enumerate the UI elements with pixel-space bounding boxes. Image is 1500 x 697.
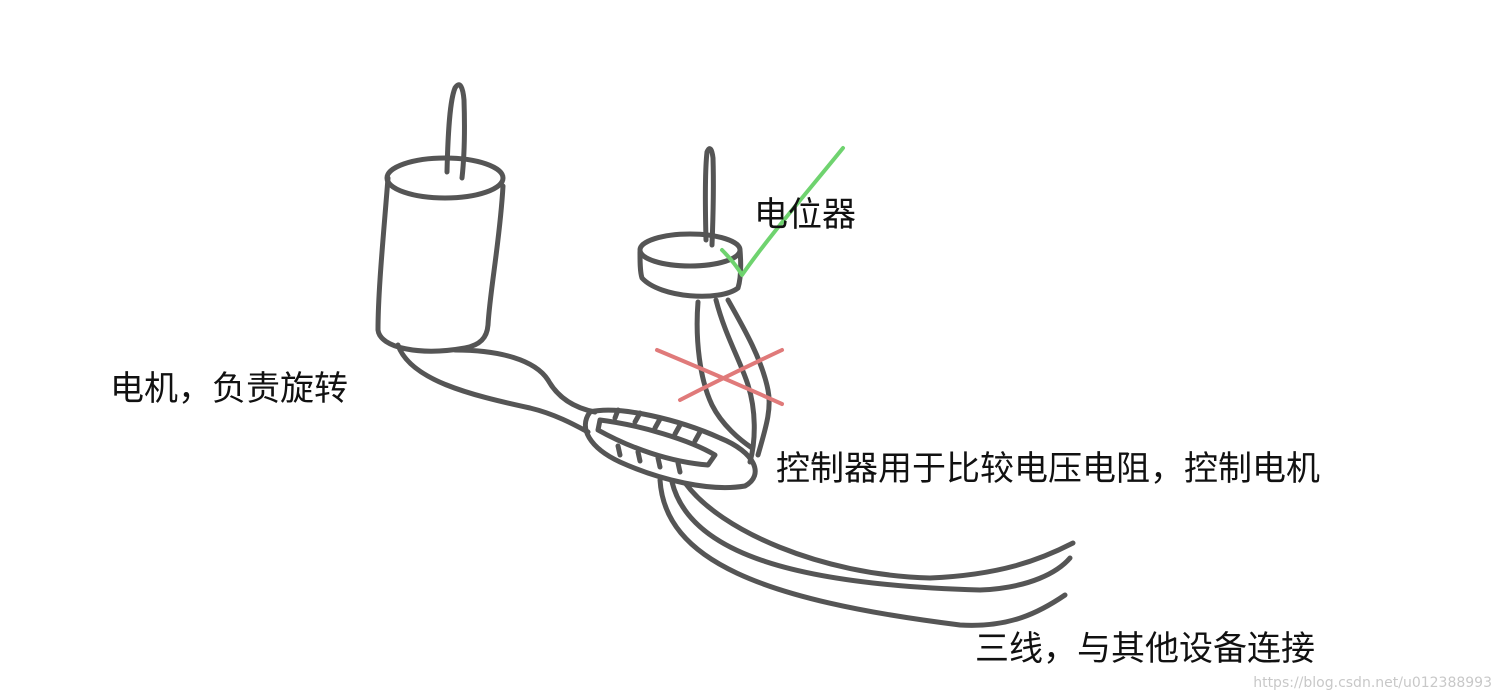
external-wires xyxy=(660,480,1073,625)
potentiometer-label: 电位器 xyxy=(754,198,856,232)
watermark: https://blog.csdn.net/u012388993 xyxy=(1253,675,1492,691)
controller-label: 控制器用于比较电压电阻，控制电机 xyxy=(776,452,1320,486)
motor-shaft xyxy=(447,85,464,178)
controller-drawing xyxy=(585,410,755,488)
potentiometer-shaft xyxy=(705,149,713,245)
motor-body xyxy=(378,178,503,351)
wires-label: 三线，与其他设备连接 xyxy=(975,632,1315,666)
potentiometer-body xyxy=(640,250,741,296)
motor-wires xyxy=(398,345,595,432)
motor-label: 电机，负责旋转 xyxy=(110,372,348,406)
motor-drawing xyxy=(378,85,503,351)
potentiometer-drawing xyxy=(640,149,741,297)
potentiometer-top xyxy=(640,234,740,266)
